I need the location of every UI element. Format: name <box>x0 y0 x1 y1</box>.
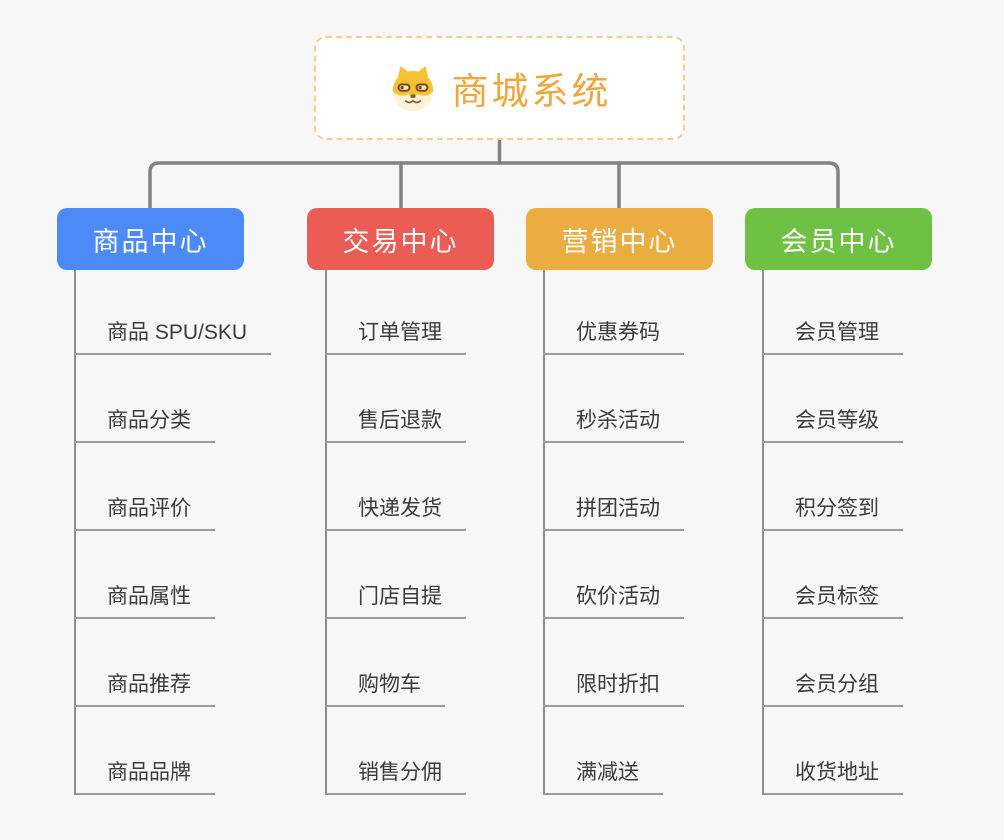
child-topic[interactable]: 订单管理 <box>325 270 466 355</box>
branch-label: 商品中心 <box>92 226 209 257</box>
child-topic[interactable]: 会员分组 <box>762 619 903 707</box>
child-topic[interactable]: 销售分佣 <box>325 707 466 795</box>
root-topic[interactable]: 商城系统 <box>314 36 685 140</box>
child-topic[interactable]: 优惠券码 <box>543 270 684 355</box>
child-topic[interactable]: 售后退款 <box>325 355 466 443</box>
child-topic[interactable]: 商品品牌 <box>74 707 215 795</box>
branch-label: 交易中心 <box>342 226 459 257</box>
branch-trade-center[interactable]: 交易中心 <box>307 208 494 270</box>
child-topic[interactable]: 会员管理 <box>762 270 903 355</box>
child-topic[interactable]: 收货地址 <box>762 707 903 795</box>
child-topic[interactable]: 快递发货 <box>325 443 466 531</box>
marketing-center-children: 优惠券码 秒杀活动 拼团活动 砍价活动 限时折扣 满减送 <box>543 270 684 795</box>
shiba-dog-icon <box>392 66 433 112</box>
child-topic[interactable]: 积分签到 <box>762 443 903 531</box>
child-topic[interactable]: 购物车 <box>325 619 445 707</box>
child-topic[interactable]: 商品属性 <box>74 531 215 619</box>
child-topic[interactable]: 门店自提 <box>325 531 466 619</box>
child-topic[interactable]: 商品 SPU/SKU <box>74 270 272 355</box>
child-topic[interactable]: 会员标签 <box>762 531 903 619</box>
branch-product-center[interactable]: 商品中心 <box>57 208 244 270</box>
child-topic[interactable]: 满减送 <box>543 707 663 795</box>
branch-member-center[interactable]: 会员中心 <box>745 208 932 270</box>
child-topic[interactable]: 商品推荐 <box>74 619 215 707</box>
product-center-children: 商品 SPU/SKU 商品分类 商品评价 商品属性 商品推荐 商品品牌 <box>74 270 272 795</box>
child-topic[interactable]: 秒杀活动 <box>543 355 684 443</box>
child-topic[interactable]: 商品评价 <box>74 443 215 531</box>
branch-marketing-center[interactable]: 营销中心 <box>526 208 713 270</box>
member-center-children: 会员管理 会员等级 积分签到 会员标签 会员分组 收货地址 <box>762 270 903 795</box>
child-topic[interactable]: 拼团活动 <box>543 443 684 531</box>
branch-label: 营销中心 <box>561 226 678 257</box>
branch-label: 会员中心 <box>780 226 897 257</box>
child-topic[interactable]: 商品分类 <box>74 355 215 443</box>
child-topic[interactable]: 会员等级 <box>762 355 903 443</box>
trade-center-children: 订单管理 售后退款 快递发货 门店自提 购物车 销售分佣 <box>325 270 466 795</box>
root-title: 商城系统 <box>451 71 612 112</box>
child-topic[interactable]: 限时折扣 <box>543 619 684 707</box>
child-topic[interactable]: 砍价活动 <box>543 531 684 619</box>
